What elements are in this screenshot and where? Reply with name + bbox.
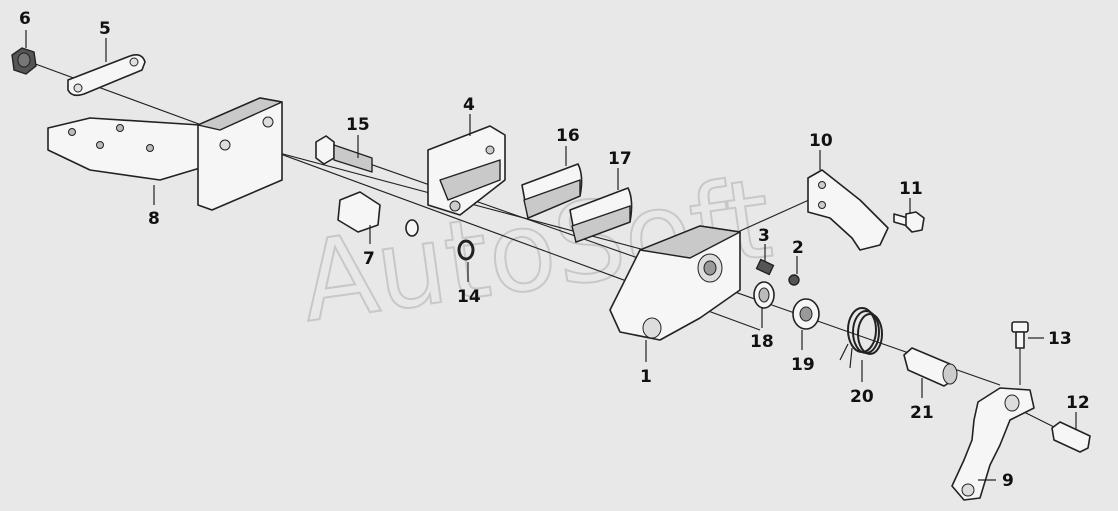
nut-part-6 [11,47,37,75]
label-part-16: 16 [556,126,580,146]
bracket-part-10 [807,169,889,251]
pad-part-16 [521,163,583,219]
label-part-2: 2 [792,238,804,258]
pad-part-17 [569,187,633,243]
label-part-13: 13 [1048,329,1072,349]
label-part-10: 10 [809,131,833,151]
label-part-4: 4 [463,95,475,115]
spring-part-20 [839,307,883,369]
label-part-7: 7 [363,249,375,269]
label-part-15: 15 [346,115,370,135]
washer-part-19 [792,298,820,330]
bushing-part-18 [753,281,775,309]
label-part-12: 12 [1066,393,1090,413]
part-labels: 6 5 8 15 7 14 4 16 17 1 3 2 18 19 10 11 … [19,9,1090,491]
ring-part-14 [457,239,475,261]
bushing-part-7 [337,191,419,237]
bolt-part-11 [893,211,925,233]
label-part-3: 3 [758,226,770,246]
lock-plate-part-5 [67,54,146,97]
lever-part-9 [951,387,1035,501]
bolt-part-15 [315,135,373,173]
label-part-20: 20 [850,387,874,407]
label-part-11: 11 [899,179,923,199]
pin-part-12 [1051,421,1091,453]
spring-part-3 [755,258,775,276]
label-part-19: 19 [791,355,815,375]
label-part-9: 9 [1002,471,1014,491]
caliper-body-part-1 [609,225,741,341]
label-part-8: 8 [148,209,160,229]
bolt-part-13 [1011,321,1029,349]
label-part-21: 21 [910,403,934,423]
label-part-14: 14 [457,287,481,307]
leader-lines [25,30,1077,481]
label-part-17: 17 [608,149,632,169]
screw-part-2 [788,274,800,286]
pin-part-21 [903,347,958,387]
label-part-5: 5 [99,19,111,39]
mounting-bracket-part-8 [47,97,283,211]
label-part-18: 18 [750,332,774,352]
label-part-6: 6 [19,9,31,29]
label-part-1: 1 [640,367,652,387]
pad-holder-part-4 [427,125,506,216]
